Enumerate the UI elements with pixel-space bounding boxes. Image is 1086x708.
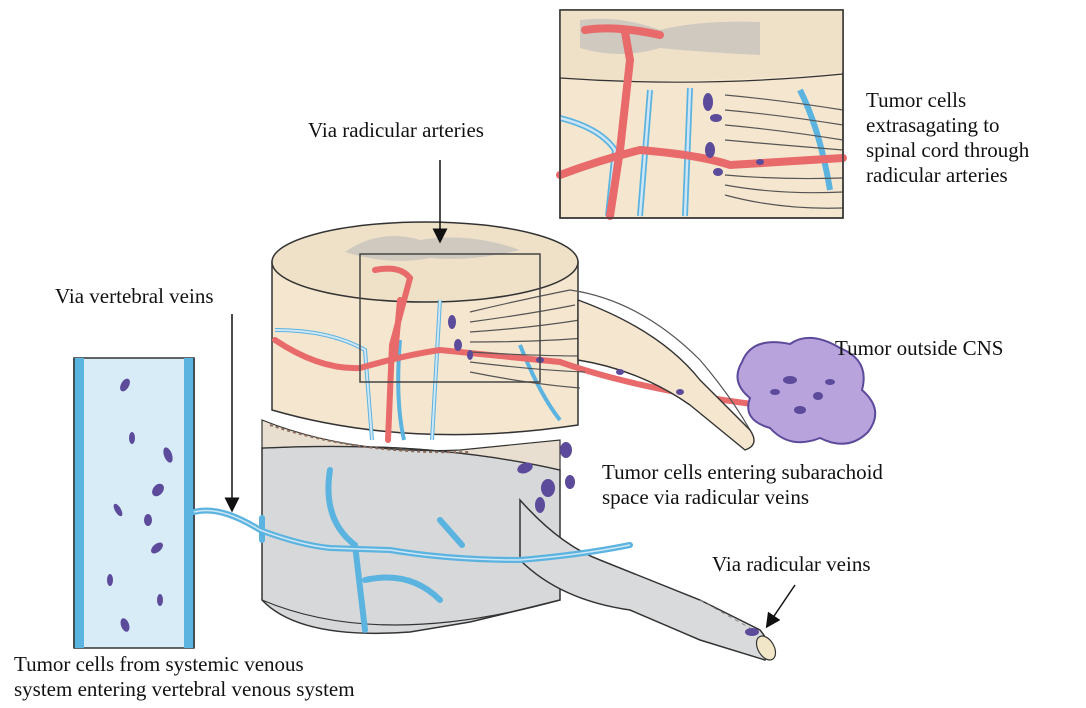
dural-sheath [262,420,560,633]
systemic-caption-line: system entering vertebral venous system [14,677,355,702]
label-tumor-outside-cns: Tumor outside CNS [835,336,1003,361]
inset-caption-line: spinal cord through [866,138,1029,163]
systemic-caption-line: Tumor cells from systemic venous [14,652,355,677]
inset-caption: Tumor cells extrasagating to spinal cord… [866,88,1029,188]
arrow-radicular-veins [770,585,795,622]
inset-caption-line: Tumor cells [866,88,1029,113]
label-via-radicular-veins: Via radicular veins [712,552,871,577]
inset-caption-line: extrasagating to [866,113,1029,138]
label-via-vertebral-veins: Via vertebral veins [55,284,214,309]
subarachnoid-caption-line: Tumor cells entering subarachoid [602,460,883,485]
magnified-inset [560,10,843,218]
label-via-radicular-arteries: Via radicular arteries [308,118,484,143]
inset-caption-line: radicular arteries [866,163,1029,188]
subarachnoid-caption: Tumor cells entering subarachoid space v… [602,460,883,510]
systemic-vein [74,358,194,648]
subarachnoid-caption-line: space via radicular veins [602,485,883,510]
systemic-caption: Tumor cells from systemic venous system … [14,652,355,702]
